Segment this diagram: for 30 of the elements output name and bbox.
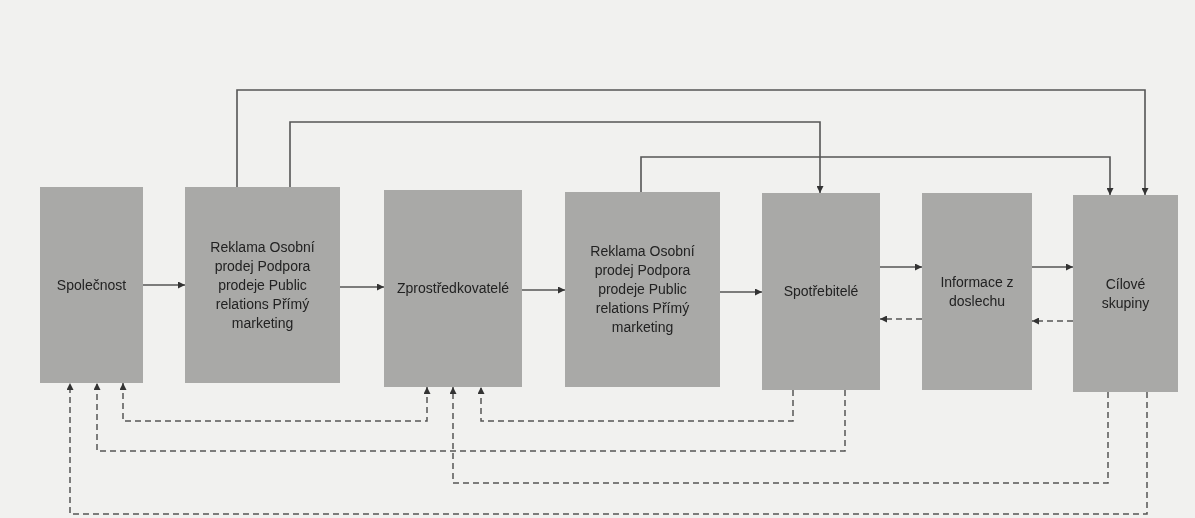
process-box	[185, 187, 340, 383]
box-label: Informace z doslechu	[939, 272, 1015, 311]
arrow	[1031, 263, 1074, 271]
arrow	[142, 281, 186, 289]
arrow	[879, 315, 923, 323]
arrow	[339, 283, 385, 291]
arrow	[449, 386, 1109, 484]
box-label: Spotřebitelé	[783, 282, 859, 301]
arrow	[1031, 317, 1074, 325]
process-box	[1073, 195, 1178, 392]
arrow	[289, 121, 824, 194]
arrow	[521, 286, 566, 294]
arrow	[66, 382, 1148, 515]
arrow	[640, 156, 1114, 196]
box-label: Zprostředkovatelé	[396, 279, 510, 298]
process-box	[762, 193, 880, 390]
arrow	[719, 288, 763, 296]
arrow	[879, 263, 923, 271]
process-box	[565, 192, 720, 387]
box-label: Cílové skupiny	[1100, 274, 1151, 313]
box-label: Reklama Osobní prodej Podpora prodeje Public relations Přímý marketing	[209, 237, 316, 333]
box-label: Reklama Osobní prodej Podpora prodeje Public relations Přímý marketing	[589, 242, 696, 337]
process-box	[40, 187, 143, 383]
arrow	[236, 89, 1149, 196]
process-box	[922, 193, 1032, 390]
arrow	[477, 386, 794, 422]
arrow	[119, 382, 431, 422]
arrow	[93, 382, 846, 452]
box-label: Společnost	[56, 275, 127, 295]
process-box	[384, 190, 522, 387]
